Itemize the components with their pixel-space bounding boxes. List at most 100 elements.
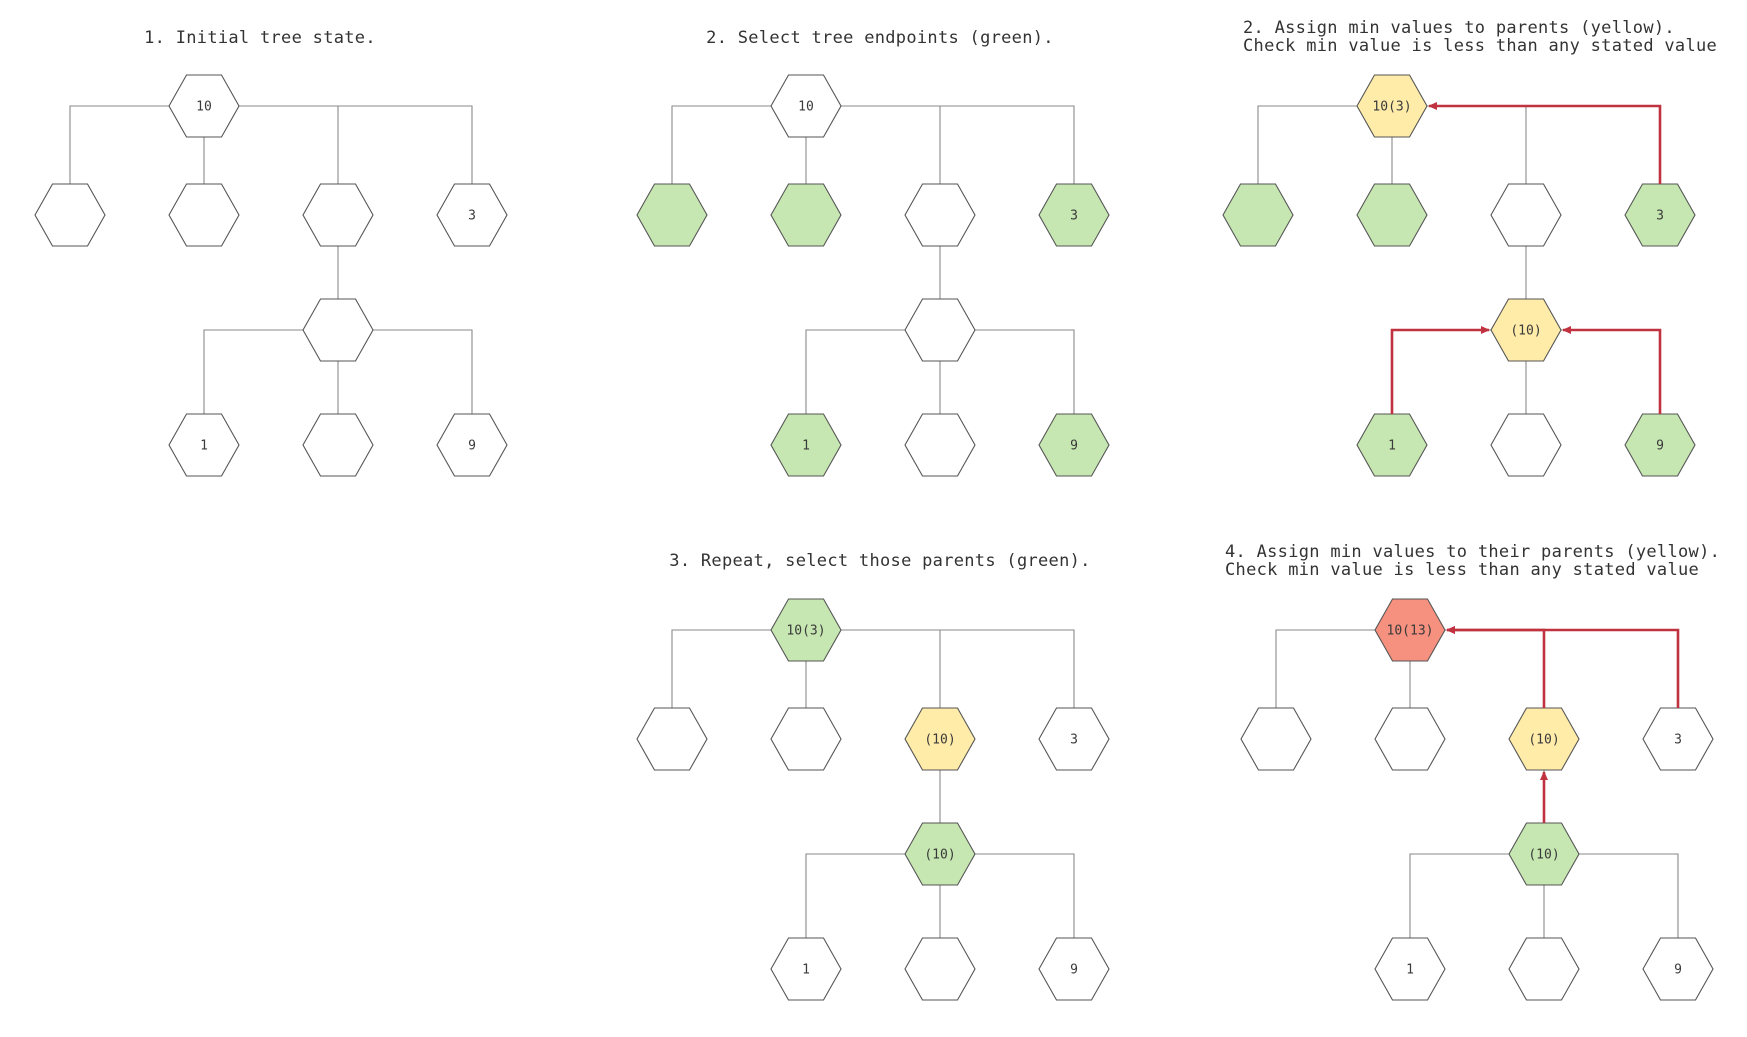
hexagon-node bbox=[770, 74, 842, 138]
tree-node-g2 bbox=[904, 413, 976, 477]
node-value: 1 bbox=[200, 439, 208, 454]
tree-node-root: 10 bbox=[770, 74, 842, 138]
hexagon-node bbox=[770, 413, 842, 477]
hexagon-node bbox=[1374, 598, 1446, 662]
hexagon-node bbox=[770, 937, 842, 1001]
min-value-arrow bbox=[1562, 326, 1662, 414]
tree-node-g3: 9 bbox=[436, 413, 508, 477]
propagation-arrows bbox=[1390, 102, 1662, 414]
node-value: (10) bbox=[1510, 324, 1541, 339]
hexagon-node bbox=[1356, 74, 1428, 138]
min-value-arrow bbox=[1446, 626, 1546, 708]
tree-node-mid: (10) bbox=[904, 822, 976, 886]
hexagon-node bbox=[1222, 183, 1294, 247]
node-value: 1 bbox=[802, 963, 810, 978]
tree-node-c2 bbox=[1374, 707, 1446, 771]
hexagon-node bbox=[436, 413, 508, 477]
node-value: 9 bbox=[1656, 439, 1664, 454]
node-value: 1 bbox=[1388, 439, 1396, 454]
node-value: 10(3) bbox=[786, 624, 825, 639]
tree-node-g2 bbox=[904, 937, 976, 1001]
hexagon-node bbox=[1038, 183, 1110, 247]
tree-node-c1 bbox=[1240, 707, 1312, 771]
tree-edges bbox=[671, 629, 1075, 969]
hexagon-node bbox=[1374, 937, 1446, 1001]
tree-node-c4: 3 bbox=[1624, 183, 1696, 247]
node-value: 10(3) bbox=[1372, 100, 1411, 115]
tree-edges bbox=[671, 105, 1075, 445]
hexagon-node bbox=[34, 183, 106, 247]
hexagon-node bbox=[436, 183, 508, 247]
hexagon-node bbox=[1490, 183, 1562, 247]
hexagon-node bbox=[1356, 413, 1428, 477]
node-value: 3 bbox=[1070, 733, 1078, 748]
node-value: (10) bbox=[1528, 733, 1559, 748]
tree-node-g1: 1 bbox=[1356, 413, 1428, 477]
min-value-arrow bbox=[1390, 326, 1490, 414]
panel-4: 3. Repeat, select those parents (green).… bbox=[636, 551, 1110, 1001]
tree-node-mid bbox=[904, 298, 976, 362]
tree-node-root: 10(3) bbox=[1356, 74, 1428, 138]
hexagon-node bbox=[302, 298, 374, 362]
hexagon-node bbox=[1374, 707, 1446, 771]
hexagon-node bbox=[770, 598, 842, 662]
node-value: 9 bbox=[1674, 963, 1682, 978]
hexagon-node bbox=[168, 74, 240, 138]
hexagon-node bbox=[302, 413, 374, 477]
node-value: (10) bbox=[924, 733, 955, 748]
tree-node-c4: 3 bbox=[1038, 183, 1110, 247]
hexagon-node bbox=[1642, 707, 1714, 771]
panel-title: 3. Repeat, select those parents (green). bbox=[669, 551, 1090, 571]
hexagon-node bbox=[904, 707, 976, 771]
hexagon-node bbox=[1490, 413, 1562, 477]
tree-edge bbox=[671, 629, 1075, 739]
hexagon-node bbox=[904, 822, 976, 886]
hexagon-node bbox=[636, 707, 708, 771]
tree-node-c1 bbox=[636, 707, 708, 771]
hexagon-node bbox=[1508, 937, 1580, 1001]
hexagon-node bbox=[1642, 937, 1714, 1001]
tree-node-g2 bbox=[302, 413, 374, 477]
tree-node-g2 bbox=[1490, 413, 1562, 477]
tree-node-g3: 9 bbox=[1038, 413, 1110, 477]
node-value: 3 bbox=[1070, 209, 1078, 224]
hexagon-node bbox=[302, 183, 374, 247]
tree-edge bbox=[1257, 105, 1661, 215]
node-value: 9 bbox=[468, 439, 476, 454]
hexagon-node bbox=[904, 413, 976, 477]
tree-node-g1: 1 bbox=[1374, 937, 1446, 1001]
tree-node-c3 bbox=[1490, 183, 1562, 247]
tree-node-c2 bbox=[770, 707, 842, 771]
node-value: 9 bbox=[1070, 963, 1078, 978]
tree-node-g1: 1 bbox=[168, 413, 240, 477]
hexagon-node bbox=[904, 183, 976, 247]
tree-node-root: 10(13) bbox=[1374, 598, 1446, 662]
tree-node-g1: 1 bbox=[770, 413, 842, 477]
hexagon-node bbox=[1624, 183, 1696, 247]
tree-node-c3 bbox=[302, 183, 374, 247]
node-value: (10) bbox=[1528, 848, 1559, 863]
panel-title: Check min value is less than any stated … bbox=[1243, 36, 1717, 56]
tree-edge bbox=[69, 105, 473, 215]
node-value: (10) bbox=[924, 848, 955, 863]
node-value: 9 bbox=[1070, 439, 1078, 454]
hexagon-node bbox=[1038, 937, 1110, 1001]
tree-edges bbox=[1257, 105, 1661, 445]
tree-node-g2 bbox=[1508, 937, 1580, 1001]
tree-node-c3 bbox=[904, 183, 976, 247]
hexagon-node bbox=[168, 183, 240, 247]
hexagon-node bbox=[1508, 707, 1580, 771]
min-value-arrow bbox=[1446, 626, 1680, 708]
tree-edges bbox=[69, 105, 473, 445]
hexagon-node bbox=[770, 707, 842, 771]
tree-node-mid: (10) bbox=[1490, 298, 1562, 362]
hexagon-node bbox=[770, 183, 842, 247]
tree-node-root: 10 bbox=[168, 74, 240, 138]
panel-title: 1. Initial tree state. bbox=[144, 28, 376, 48]
tree-node-c1 bbox=[636, 183, 708, 247]
node-value: 1 bbox=[802, 439, 810, 454]
hexagon-node bbox=[1240, 707, 1312, 771]
panel-3: 2. Assign min values to parents (yellow)… bbox=[1222, 18, 1717, 477]
